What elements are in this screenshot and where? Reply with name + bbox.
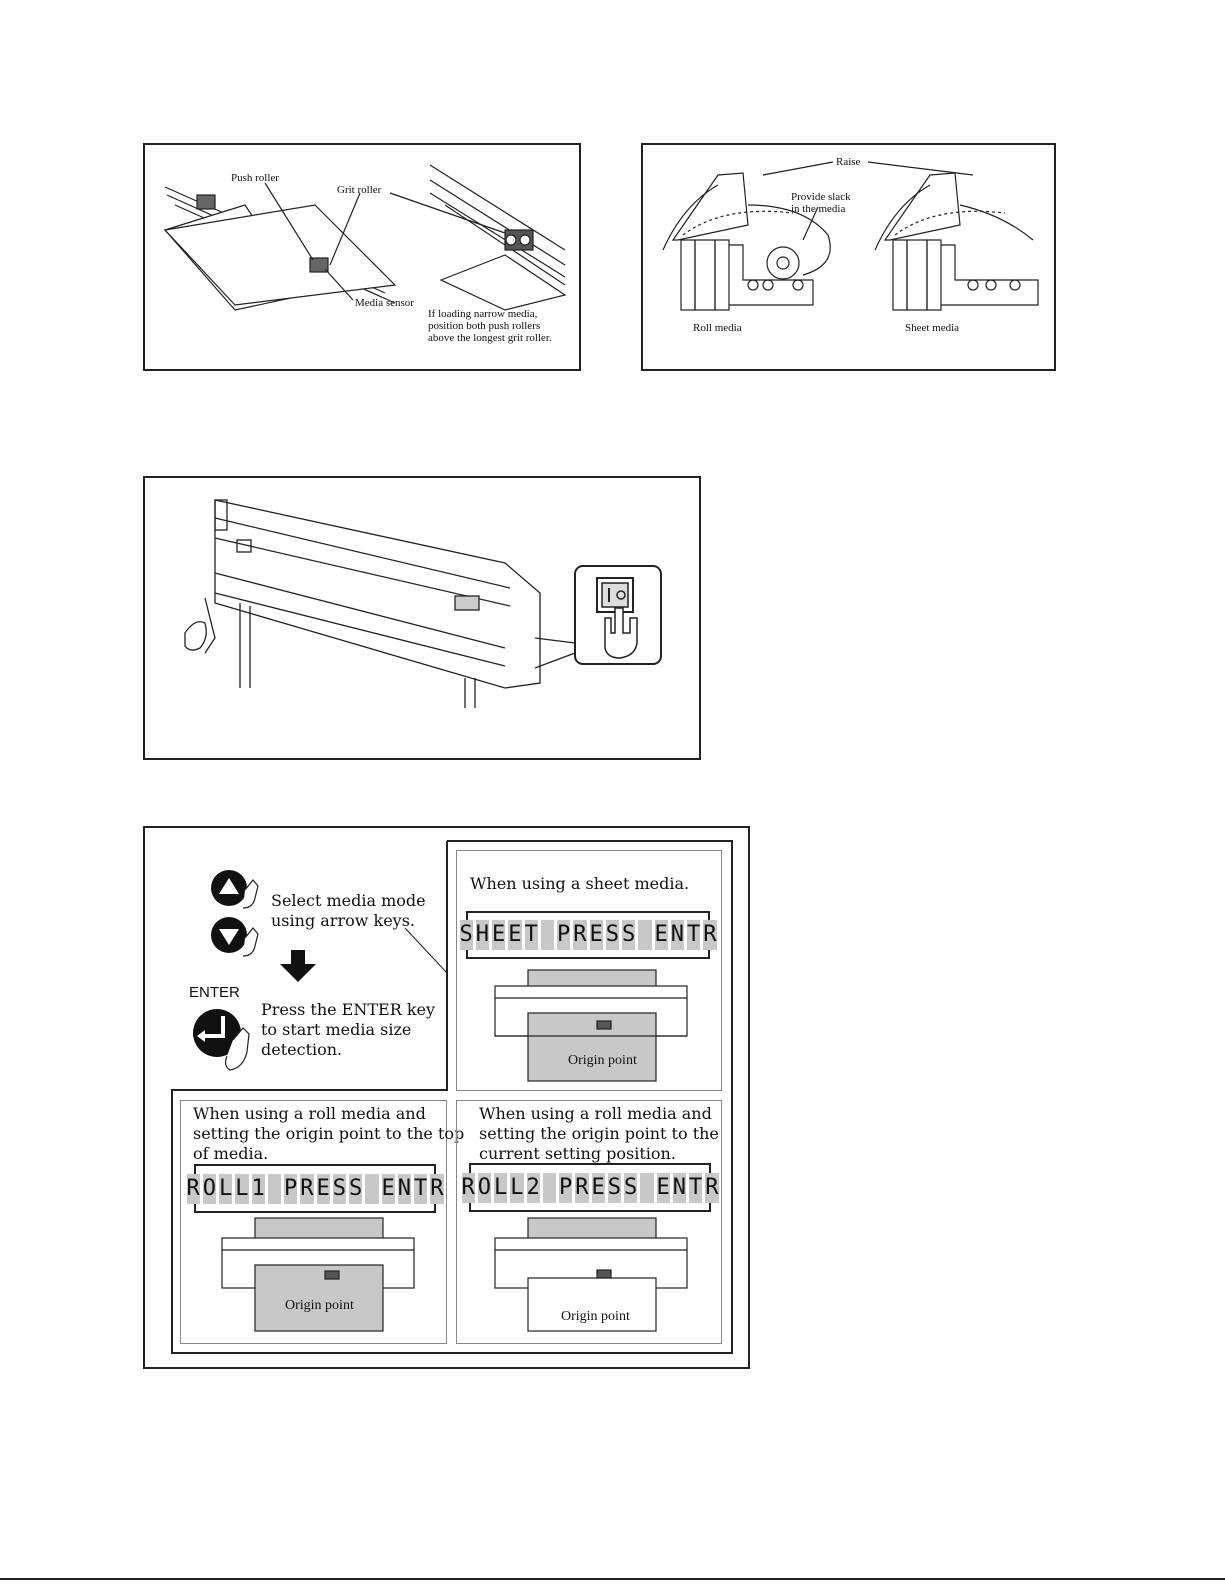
lcd-character: E bbox=[591, 1172, 605, 1203]
lcd-character: S bbox=[459, 920, 473, 950]
lcd-character: S bbox=[332, 1173, 346, 1204]
lcd-character: E bbox=[508, 920, 522, 950]
lcd-character: S bbox=[349, 1173, 363, 1204]
roll2-plotter-illustration bbox=[494, 1217, 688, 1332]
label-grit-roller: Grit roller bbox=[337, 184, 382, 196]
lcd-character: P bbox=[284, 1173, 298, 1204]
lcd-character: N bbox=[672, 1172, 686, 1203]
lcd-character: N bbox=[397, 1173, 411, 1204]
bottom-rule bbox=[0, 1578, 1225, 1580]
roll1-plotter-illustration bbox=[221, 1217, 415, 1332]
lcd-character: 1 bbox=[251, 1173, 265, 1204]
lcd-character: T bbox=[689, 1172, 703, 1203]
media-mode-frame bbox=[171, 840, 733, 1354]
label-narrow-media-note: If loading narrow media, position both p… bbox=[428, 308, 552, 344]
lcd-character: P bbox=[557, 920, 571, 950]
lcd-character: P bbox=[559, 1172, 573, 1203]
lcd-character bbox=[267, 1173, 281, 1204]
lcd-character: S bbox=[605, 920, 619, 950]
lcd-character: E bbox=[492, 920, 506, 950]
panel-roll2-media: When using a roll media and setting the … bbox=[456, 1100, 722, 1344]
lcd-character bbox=[542, 1172, 556, 1203]
label-sheet-media: Sheet media bbox=[905, 322, 960, 334]
lcd-character: E bbox=[589, 920, 603, 950]
sheet-origin-label: Origin point bbox=[568, 1053, 637, 1068]
lcd-character: E bbox=[381, 1173, 395, 1204]
figure-media-mode-selection: Select media mode using arrow keys. ENTE… bbox=[143, 826, 750, 1369]
select-media-mode-text: Select media mode using arrow keys. bbox=[271, 891, 426, 930]
lcd-character: R bbox=[705, 1172, 719, 1203]
lcd-character: H bbox=[475, 920, 489, 950]
lcd-character: O bbox=[202, 1173, 216, 1204]
lcd-character: R bbox=[575, 1172, 589, 1203]
raise-lever-illustration bbox=[662, 161, 1039, 311]
lcd-character: T bbox=[414, 1173, 428, 1204]
lcd-character: S bbox=[607, 1172, 621, 1203]
lcd-character: O bbox=[477, 1172, 491, 1203]
label-media-sensor: Media sensor bbox=[355, 297, 414, 309]
roller-illustration bbox=[163, 164, 567, 311]
lcd-character: 2 bbox=[526, 1172, 540, 1203]
lcd-character: T bbox=[524, 920, 538, 950]
lcd-character bbox=[540, 920, 554, 950]
sheet-heading: When using a sheet media. bbox=[470, 874, 690, 893]
roll1-heading: When using a roll media and setting the … bbox=[193, 1104, 465, 1163]
lcd-character: R bbox=[300, 1173, 314, 1204]
roll1-origin-label: Origin point bbox=[285, 1298, 354, 1313]
enter-key-icon bbox=[193, 1009, 250, 1071]
roll2-origin-label: Origin point bbox=[561, 1309, 630, 1324]
figure-push-grit-rollers: Push roller Grit roller Media sensor If … bbox=[143, 143, 581, 371]
plotter-power-illustration bbox=[184, 499, 662, 708]
down-arrow-icon bbox=[280, 950, 316, 982]
power-switch-icon bbox=[574, 565, 662, 665]
up-arrow-key-icon bbox=[211, 870, 259, 909]
lcd-character: R bbox=[461, 1172, 475, 1203]
lcd-character: N bbox=[670, 920, 684, 950]
press-enter-text: Press the ENTER key to start media size … bbox=[261, 1000, 436, 1059]
lcd-character bbox=[638, 920, 652, 950]
sheet-plotter-illustration bbox=[494, 969, 688, 1082]
enter-label: ENTER bbox=[189, 984, 240, 1001]
down-arrow-key-icon bbox=[211, 917, 259, 957]
label-raise: Raise bbox=[836, 156, 861, 168]
label-roll-media: Roll media bbox=[693, 322, 742, 334]
lcd-character: T bbox=[687, 920, 701, 950]
lcd-character: E bbox=[654, 920, 668, 950]
lcd-character: L bbox=[494, 1172, 508, 1203]
roll2-heading: When using a roll media and setting the … bbox=[479, 1104, 719, 1163]
lcd-character: E bbox=[316, 1173, 330, 1204]
lcd-character: R bbox=[703, 920, 717, 950]
label-provide-slack: Provide slack in the media bbox=[791, 191, 851, 215]
lcd-character: S bbox=[622, 920, 636, 950]
lcd-character: E bbox=[656, 1172, 670, 1203]
figure-raise-lever: Raise Provide slack in the media Roll me… bbox=[641, 143, 1056, 371]
lcd-character: L bbox=[510, 1172, 524, 1203]
lcd-character: R bbox=[430, 1173, 444, 1204]
lcd-character bbox=[365, 1173, 379, 1204]
lcd-character bbox=[640, 1172, 654, 1203]
label-push-roller: Push roller bbox=[231, 172, 279, 184]
lcd-character: L bbox=[235, 1173, 249, 1204]
figure-power-switch bbox=[143, 476, 701, 760]
lcd-character: L bbox=[219, 1173, 233, 1204]
lcd-character: R bbox=[186, 1173, 200, 1204]
panel-roll1-media: When using a roll media and setting the … bbox=[180, 1100, 464, 1344]
lcd-character: S bbox=[624, 1172, 638, 1203]
lcd-character: R bbox=[573, 920, 587, 950]
